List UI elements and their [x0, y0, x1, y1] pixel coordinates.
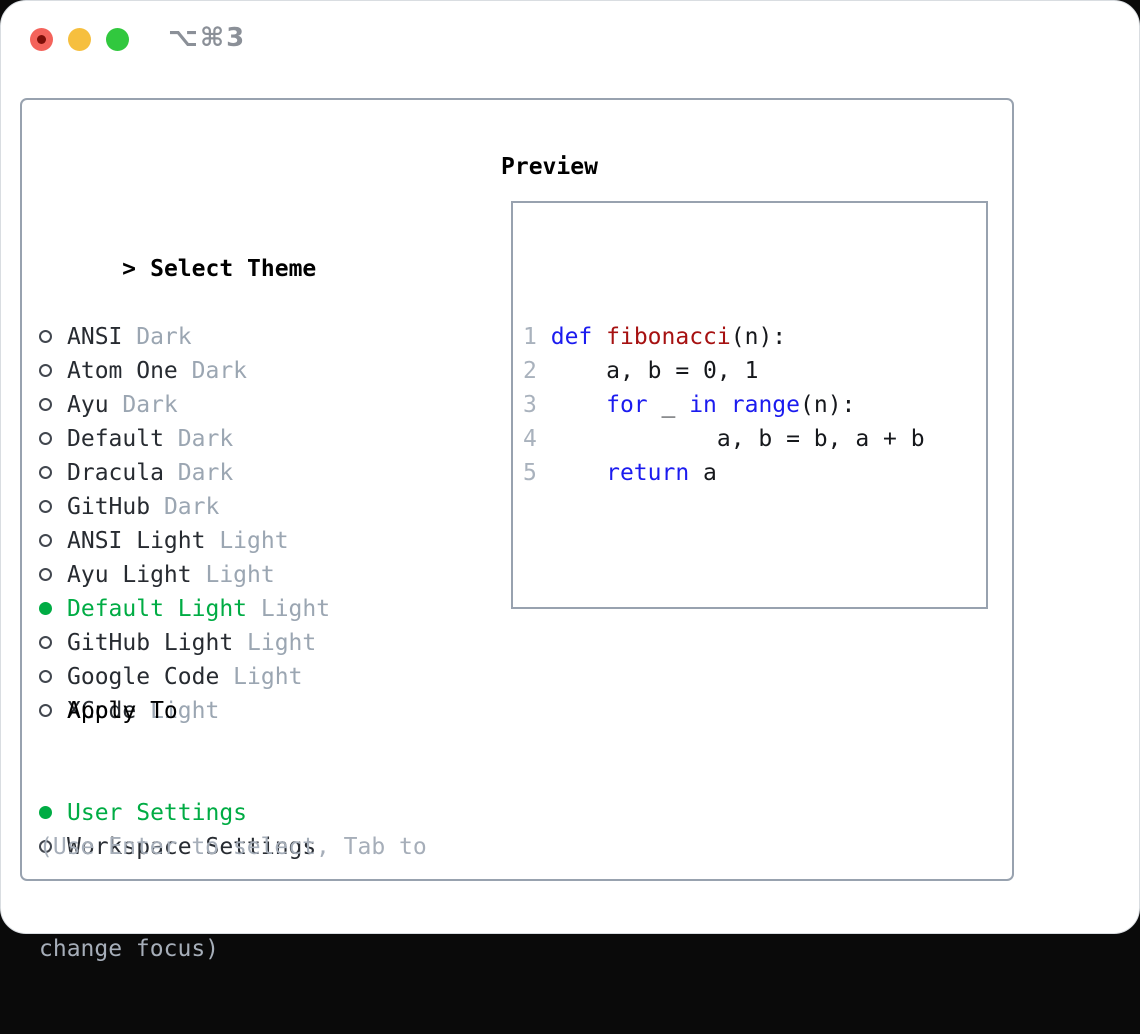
preview-title: Preview	[501, 154, 598, 180]
theme-option-ayu[interactable]: Ayu Dark	[39, 388, 330, 422]
code-token	[537, 324, 551, 350]
code-token: return	[606, 460, 690, 486]
radio-icon	[39, 320, 67, 354]
hint-line-2: change focus)	[39, 936, 220, 962]
theme-option-github-light[interactable]: GitHub Light Light	[39, 626, 330, 660]
code-token: a, b = 0, 1	[536, 358, 759, 384]
theme-option-google-code[interactable]: Google Code Light	[39, 660, 330, 694]
option-variant-label: Dark	[150, 494, 220, 520]
option-variant-label: Dark	[122, 324, 192, 350]
option-variant-label: Dark	[163, 426, 234, 452]
radio-icon	[39, 558, 67, 592]
theme-option-dracula[interactable]: Dracula Dark	[39, 456, 330, 490]
radio-selected-icon	[39, 796, 67, 830]
option-label: ANSI	[67, 324, 123, 350]
code-token: for	[606, 392, 648, 418]
line-number: 2	[523, 358, 537, 384]
option-label: Google Code	[67, 664, 220, 690]
option-variant-label: Light	[233, 630, 317, 656]
code-line: 1 def fibonacci(n):	[523, 320, 986, 354]
code-token	[717, 392, 731, 418]
prompt-caret-icon: >	[122, 256, 136, 282]
option-label: Ayu Light	[67, 562, 192, 588]
code-token: fibonacci	[606, 324, 731, 350]
window-shortcut-label: ⌥⌘3	[168, 23, 247, 53]
radio-icon	[39, 388, 67, 422]
option-label: GitHub Light	[67, 630, 234, 656]
code-token: _	[647, 392, 690, 418]
hint-line-1: (Use Enter to select, Tab to	[39, 834, 427, 860]
theme-option-default-light[interactable]: Default Light Light	[39, 592, 330, 626]
code-line: 2 a, b = 0, 1	[523, 354, 986, 388]
option-variant-label: Dark	[108, 392, 178, 418]
option-label: Default	[67, 426, 164, 452]
minimize-button[interactable]	[68, 28, 91, 51]
line-number: 5	[523, 460, 537, 486]
theme-option-ansi-light[interactable]: ANSI Light Light	[39, 524, 330, 558]
radio-icon	[39, 660, 67, 694]
option-label: XCode	[67, 698, 137, 724]
apply-option-user-settings[interactable]: User Settings	[39, 796, 316, 830]
code-line: 5 return a	[523, 456, 986, 490]
option-label: User Settings	[67, 800, 248, 826]
code-line: 4 a, b = b, a + b	[523, 422, 986, 456]
code-line: 3 for _ in range(n):	[523, 388, 986, 422]
code-token: range	[730, 392, 801, 418]
option-variant-label: Dark	[163, 460, 234, 486]
radio-icon	[39, 422, 67, 456]
maximize-button[interactable]	[106, 28, 129, 51]
code-token	[592, 324, 606, 350]
titlebar	[30, 28, 129, 51]
radio-icon	[39, 354, 67, 388]
apply-option-workspace-settings[interactable]: Workspace Settings	[39, 830, 316, 864]
option-label: GitHub	[67, 494, 151, 520]
radio-icon	[39, 524, 67, 558]
option-label: Ayu	[67, 392, 109, 418]
theme-option-default[interactable]: Default Dark	[39, 422, 330, 456]
line-number: 1	[523, 324, 537, 350]
code-token: a, b = b, a + b	[536, 426, 925, 452]
option-label: Workspace Settings	[67, 834, 317, 860]
line-number: 3	[523, 392, 537, 418]
theme-option-github[interactable]: GitHub Dark	[39, 490, 330, 524]
theme-option-ayu-light[interactable]: Ayu Light Light	[39, 558, 330, 592]
blank-line	[523, 558, 986, 592]
code-token: def	[550, 324, 593, 350]
option-label: ANSI Light	[67, 528, 206, 554]
option-variant-label: Light	[136, 698, 220, 724]
select-theme-title: Select Theme	[150, 256, 317, 282]
option-label: Dracula	[67, 460, 164, 486]
code-token: a	[689, 460, 717, 486]
option-variant-label: Light	[205, 528, 289, 554]
apply-to-title: Apply To	[67, 698, 178, 724]
code-token: (n):	[800, 392, 856, 418]
radio-icon	[39, 626, 67, 660]
radio-selected-icon	[39, 592, 67, 626]
radio-icon	[39, 490, 67, 524]
code-token	[537, 460, 606, 486]
option-variant-label: Light	[247, 596, 331, 622]
option-variant-label: Light	[219, 664, 303, 690]
hint-text: (Use Enter to select, Tab to change focu…	[39, 762, 427, 1034]
radio-icon	[39, 456, 67, 490]
radio-icon	[39, 830, 67, 864]
theme-option-xcode[interactable]: XCode Light	[39, 694, 330, 728]
theme-option-ansi[interactable]: ANSI Dark	[39, 320, 330, 354]
theme-list-header: > Select Theme	[39, 218, 330, 282]
option-label: Atom One	[67, 358, 178, 384]
code-token: (n):	[730, 324, 787, 350]
close-button[interactable]	[30, 28, 53, 51]
code-token	[537, 392, 606, 418]
line-number: 4	[523, 426, 537, 452]
option-variant-label: Dark	[177, 358, 248, 384]
option-variant-label: Light	[191, 562, 275, 588]
theme-option-atom-one[interactable]: Atom One Dark	[39, 354, 330, 388]
radio-icon	[39, 694, 67, 728]
option-label: Default Light	[67, 596, 248, 622]
code-token: in	[689, 392, 717, 418]
